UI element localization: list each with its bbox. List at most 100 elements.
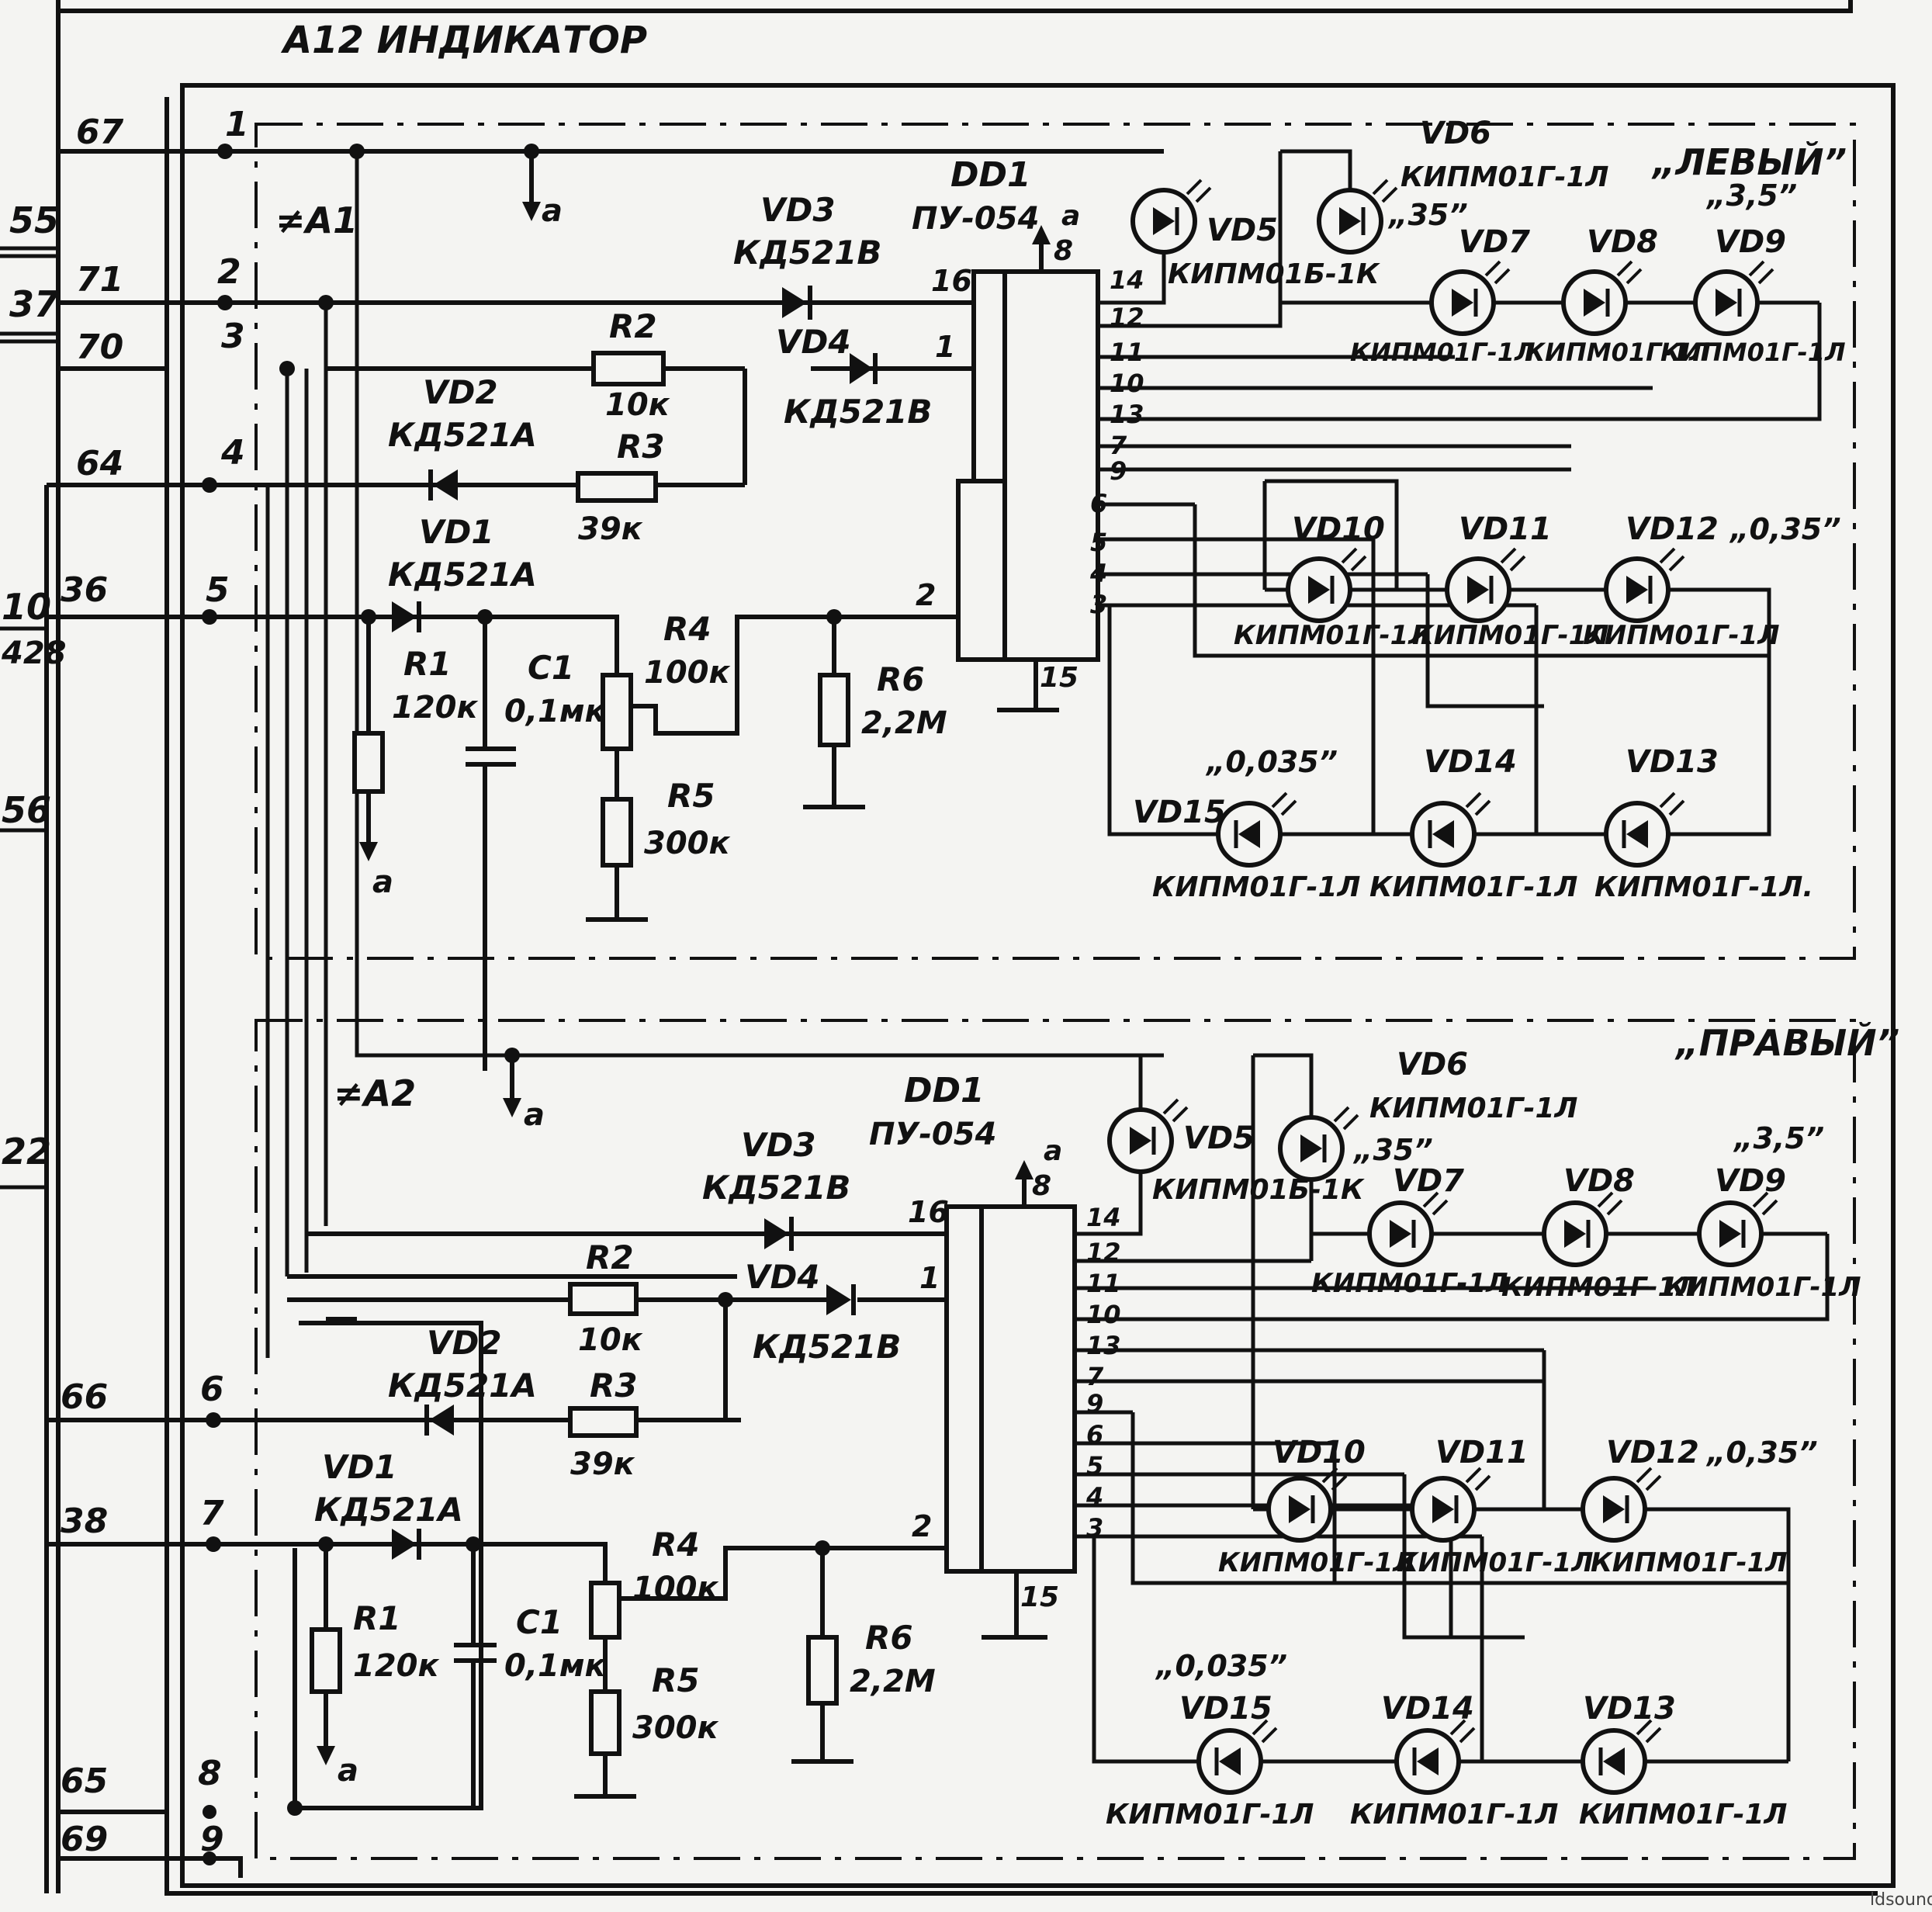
- dd1-pin-13: 13: [1110, 400, 1144, 429]
- vd6-ref: VD6: [1420, 116, 1491, 151]
- light-rays-icon: [1659, 547, 1685, 572]
- vd7-type: КИПМ01Г-1Л: [1350, 338, 1536, 367]
- r5-val: 300к: [632, 1710, 718, 1746]
- vd6-note: „35”: [1352, 1133, 1433, 1167]
- dd1-pin-5: 5: [1090, 528, 1107, 557]
- r1-resistor: [310, 1627, 342, 1694]
- c1-val: 0,1мк: [504, 694, 607, 729]
- vd15-note: „0,035”: [1155, 1649, 1287, 1683]
- c1-ref: C1: [516, 1603, 563, 1641]
- terminal-65: 65: [61, 1761, 108, 1801]
- vd12-note: „0,35”: [1729, 512, 1841, 546]
- vd5-ref: VD5: [1183, 1121, 1255, 1156]
- vd14-ref: VD14: [1424, 744, 1517, 780]
- diode-symbol-icon: [1300, 1134, 1322, 1162]
- vd12-type: КИПМ01Г-1Л: [1591, 1547, 1788, 1578]
- dd1-pin-10: 10: [1086, 1300, 1121, 1329]
- edge-label-55: 55: [9, 199, 59, 241]
- dd1-pin-16: 16: [931, 264, 972, 298]
- light-rays-icon: [1449, 1719, 1476, 1744]
- light-rays-icon: [1252, 1719, 1278, 1744]
- r2-val: 10к: [605, 387, 670, 423]
- r6-val: 2,2М: [861, 705, 947, 741]
- pin-6: 6: [200, 1370, 224, 1409]
- page-title: A12 ИНДИКАТОР: [280, 19, 647, 62]
- r2-ref: R2: [609, 307, 657, 345]
- channel-label: „ЛЕВЫЙ”: [1651, 141, 1847, 183]
- edge-label-428: 428: [1, 636, 67, 671]
- vd3-ref: VD3: [741, 1126, 816, 1164]
- r3-ref: R3: [617, 428, 665, 466]
- vd9-ref: VD9: [1715, 224, 1786, 260]
- vd10-ref: VD10: [1272, 1435, 1366, 1470]
- vd4-diode: [850, 353, 873, 384]
- vd9-note: „3,5”: [1733, 1121, 1824, 1155]
- vd4-type: КД521В: [753, 1328, 901, 1366]
- diode-symbol-icon: [1601, 1747, 1625, 1775]
- vd3-type: КД521В: [702, 1169, 850, 1207]
- ground-label: a: [524, 1097, 545, 1133]
- r2-resistor: [568, 1282, 639, 1316]
- vd1-diode: [392, 1529, 417, 1560]
- light-rays-icon: [1597, 1191, 1623, 1216]
- vd11-ref: VD11: [1435, 1435, 1529, 1470]
- pin-8: 8: [198, 1754, 222, 1793]
- pin-3: 3: [221, 317, 245, 356]
- a1-led-labels: VD5 КИПМ01Б-1К VD6 КИПМ01Г-1Л „35” „3,5”…: [1133, 116, 1846, 903]
- channel-label: „ПРАВЫЙ”: [1674, 1022, 1899, 1064]
- vd13-ref: VD13: [1583, 1691, 1676, 1727]
- r1-val: 120к: [392, 690, 478, 726]
- light-rays-icon: [1636, 1467, 1662, 1491]
- diode-symbol-icon: [1217, 1747, 1241, 1775]
- edge-label-22: 22: [2, 1131, 51, 1172]
- vd1-diode: [392, 601, 417, 632]
- pin-5: 5: [206, 570, 230, 610]
- light-rays-icon: [1333, 1106, 1359, 1131]
- vd12-note: „0,35”: [1705, 1436, 1818, 1470]
- led-glyphs: [1130, 178, 1778, 1775]
- light-rays-icon: [1659, 791, 1685, 816]
- vd3-diode: [764, 1218, 789, 1249]
- c1-ref: C1: [528, 649, 574, 687]
- diode-symbol-icon: [1564, 1220, 1586, 1248]
- vd9-ref: VD9: [1715, 1163, 1786, 1199]
- vd1-ref: VD1: [419, 513, 494, 551]
- r1-ref: R1: [403, 645, 452, 683]
- r5-resistor: [601, 797, 633, 868]
- diode-symbol-icon: [1467, 576, 1489, 604]
- terminal-36: 36: [61, 570, 108, 610]
- vd7-ref: VD7: [1393, 1163, 1464, 1199]
- site-credit: ldsound.ru: [1870, 1890, 1932, 1910]
- board-a1-frame: [254, 123, 1856, 960]
- vd9-note: „3,5”: [1705, 178, 1797, 213]
- dd1-pin-1: 1: [919, 1261, 940, 1295]
- vd13-type: КИПМ01Г-1Л.: [1594, 871, 1813, 903]
- terminal-71: 71: [76, 260, 123, 300]
- vd4-type: КД521В: [784, 393, 932, 431]
- terminal-66: 66: [61, 1377, 108, 1417]
- light-rays-icon: [1465, 1467, 1491, 1491]
- r6-resistor: [818, 673, 850, 747]
- vd2-type: КД521А: [388, 416, 537, 454]
- vd7-ref: VD7: [1459, 224, 1530, 260]
- diode-symbol-icon: [1452, 289, 1473, 317]
- r4-val: 100к: [644, 655, 730, 691]
- light-rays-icon: [1341, 547, 1367, 572]
- diode-symbol-icon: [1153, 207, 1175, 235]
- light-rays-icon: [1372, 178, 1398, 203]
- r4-resistor: [589, 1581, 621, 1640]
- terminal-69: 69: [61, 1820, 108, 1859]
- dd1-pin-2: 2: [912, 1509, 932, 1543]
- vd1-type: КД521А: [388, 556, 537, 594]
- diode-symbol-icon: [1390, 1220, 1411, 1248]
- light-rays-icon: [1321, 1467, 1348, 1491]
- diode-symbol-icon: [1130, 1127, 1151, 1155]
- vd4-diode: [826, 1284, 851, 1315]
- r3-val: 39к: [570, 1446, 635, 1482]
- dd1-ref: DD1: [904, 1071, 985, 1110]
- diode-symbol-icon: [1432, 1495, 1454, 1523]
- diode-symbol-icon: [1584, 289, 1605, 317]
- light-rays-icon: [1500, 547, 1526, 572]
- r5-ref: R5: [652, 1661, 700, 1699]
- vd10-ref: VD10: [1292, 511, 1385, 547]
